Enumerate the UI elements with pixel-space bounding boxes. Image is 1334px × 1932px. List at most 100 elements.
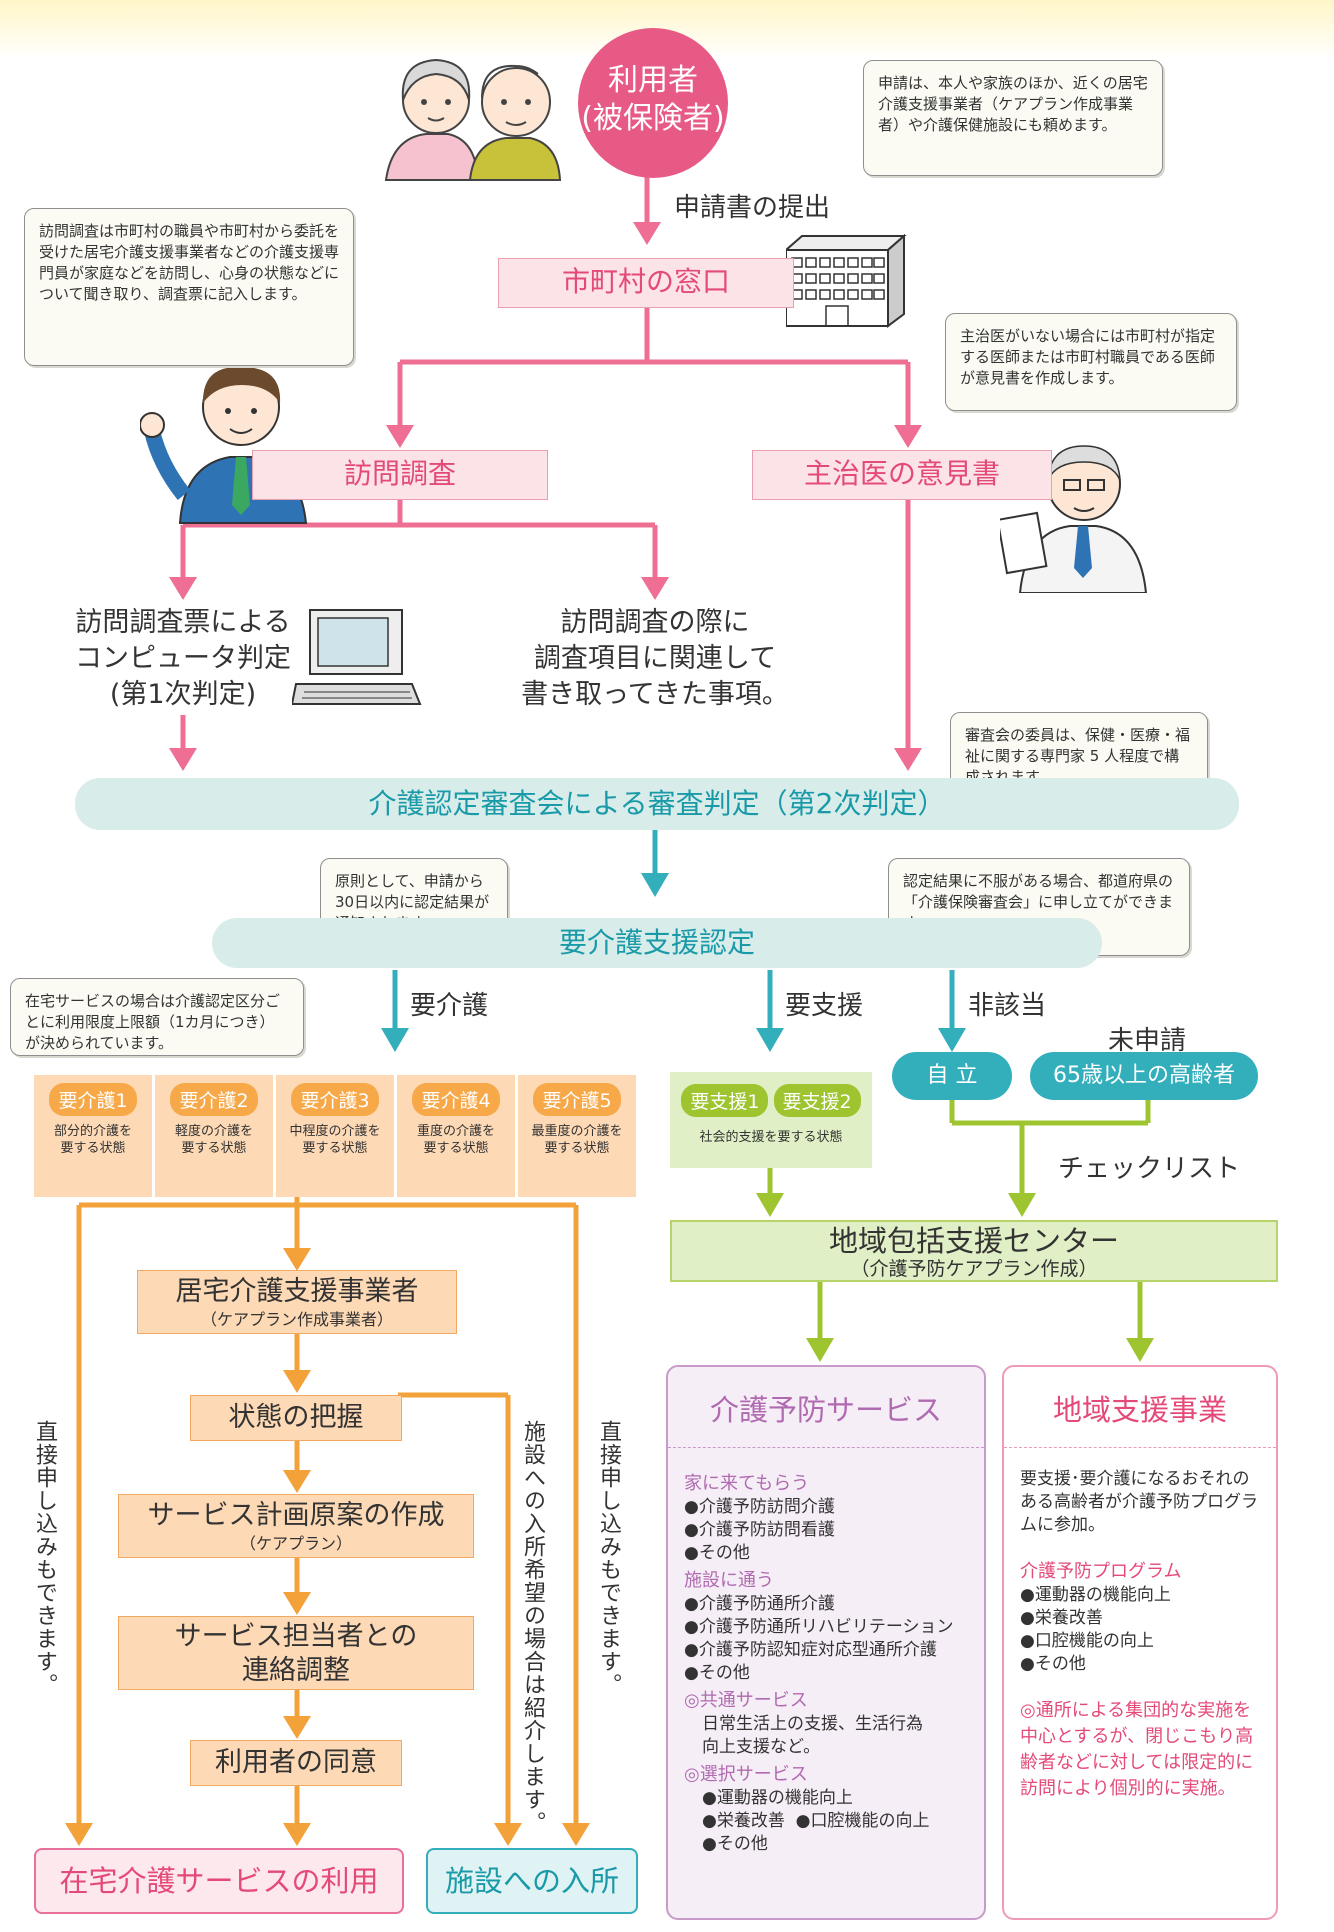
selective-item: 運動器の機能向上 — [702, 1788, 853, 1808]
care-level-1-desc-2: 要する状態 — [60, 1141, 126, 1156]
checklist-label: チェックリスト — [1058, 1154, 1241, 1184]
facility-introduction-text: 施設への入所希望の場合は紹介します。 — [520, 1420, 545, 1834]
care-plan-draft-box: サービス計画原案の作成 （ケアプラン） — [118, 1494, 474, 1558]
selective-item: 口腔機能の向上 — [796, 1811, 930, 1831]
prevention-item: 介護予防通所介護 — [684, 1593, 968, 1616]
care-level-1: 要介護1 部分的介護を要する状態 — [34, 1075, 152, 1197]
home-care-service-box: 在宅介護サービスの利用 — [34, 1848, 404, 1914]
care-provider-subtitle: （ケアプラン作成事業者） — [200, 1310, 393, 1329]
care-level-4: 要介護4 重度の介護を要する状態 — [397, 1075, 515, 1197]
prevention-item: その他 — [684, 1542, 968, 1565]
community-note: ◎通所による集団的な実施を中心とするが、閉じこもり高齢者などに対しては限定的に訪… — [1020, 1700, 1254, 1799]
not-applicable-label: 非該当 — [968, 991, 1047, 1021]
community-title: 地域支援事業 — [1004, 1367, 1276, 1448]
doctor-note: 主治医がいない場合には市町村が指定する医師または市町村職員である医師が意見書を作… — [945, 313, 1237, 411]
community-program-heading: 介護予防プログラム — [1020, 1561, 1182, 1582]
coordination-box: サービス担当者との 連絡調整 — [118, 1616, 474, 1690]
survey-notes-line-3: 書き取ってきた事項。 — [521, 679, 789, 710]
community-support-panel: 地域支援事業 要支援･要介護になるおそれのある高齢者が介護予防プログラムに参加。… — [1002, 1365, 1278, 1920]
doctor-opinion-box: 主治医の意見書 — [752, 450, 1052, 500]
care-level-3-desc-1: 中程度の介護を — [289, 1124, 381, 1139]
care-provider-box: 居宅介護支援事業者 （ケアプラン作成事業者） — [137, 1270, 457, 1334]
care-plan-draft-title: サービス計画原案の作成 — [147, 1500, 445, 1531]
visit-survey-box: 訪問調査 — [252, 450, 548, 500]
applicant-sublabel: (被保険者) — [581, 101, 725, 136]
limit-note: 在宅サービスの場合は介護認定区分ごとに利用限度上限額（1カ月につき）が決められて… — [10, 978, 304, 1056]
prevention-section-facility: 施設に通う — [684, 1570, 774, 1591]
care-level-3: 要介護3 中程度の介護を要する状態 — [276, 1075, 394, 1197]
applicant-label: 利用者 — [608, 63, 698, 98]
prevention-section-selective: ◎選択サービス — [684, 1764, 808, 1785]
prevention-item: 介護予防訪問看護 — [684, 1519, 968, 1542]
care-level-1-badge: 要介護1 — [49, 1083, 137, 1116]
care-level-4-desc-2: 要する状態 — [423, 1141, 489, 1156]
elderly-couple-illustration — [384, 58, 562, 181]
computer-line-3: (第1次判定) — [109, 679, 257, 710]
prevention-section-common: ◎共通サービス — [684, 1690, 808, 1711]
elderly-65-pill: 65歳以上の高齢者 — [1030, 1052, 1258, 1100]
user-consent-box: 利用者の同意 — [190, 1740, 402, 1786]
care-level-5-desc-2: 要する状態 — [544, 1141, 610, 1156]
computer-judgment-text: 訪問調査票による コンピュータ判定 (第1次判定) — [55, 605, 311, 713]
selective-item: 栄養改善 — [702, 1811, 785, 1831]
care-level-3-badge: 要介護3 — [291, 1083, 379, 1116]
prevention-title: 介護予防サービス — [668, 1367, 984, 1448]
care-level-4-desc-1: 重度の介護を — [416, 1124, 495, 1139]
computer-line-1: 訪問調査票による — [75, 607, 291, 638]
coordination-line-2: 連絡調整 — [242, 1655, 350, 1686]
applicant-circle: 利用者 (被保険者) — [578, 28, 728, 178]
office-building-icon — [786, 233, 907, 328]
care-plan-draft-subtitle: （ケアプラン） — [239, 1534, 352, 1553]
prevention-item: 介護予防認知症対応型通所介護 — [684, 1639, 968, 1662]
support-level-2-badge: 要支援2 — [773, 1084, 861, 1117]
doctor-illustration — [1000, 445, 1148, 593]
survey-notes-line-2: 調査項目に関連して — [533, 643, 777, 674]
municipal-office-box: 市町村の窓口 — [498, 258, 794, 308]
community-item: 口腔機能の向上 — [1020, 1630, 1260, 1653]
selective-item: その他 — [702, 1834, 768, 1854]
prevention-service-panel: 介護予防サービス 家に来てもらう 介護予防訪問介護 介護予防訪問看護 その他 施… — [666, 1365, 986, 1920]
care-level-5-desc-1: 最重度の介護を — [531, 1124, 623, 1139]
community-item: 運動器の機能向上 — [1020, 1584, 1260, 1607]
prevention-item: 介護予防通所リハビリテーション — [684, 1616, 968, 1639]
coordination-line-1: サービス担当者との — [174, 1621, 418, 1652]
common-service-line-2: 向上支援など。 — [702, 1737, 821, 1757]
support-level-box: 要支援1 要支援2 社会的支援を要する状態 — [670, 1072, 872, 1168]
care-needed-label: 要介護 — [410, 991, 489, 1021]
survey-notes-line-1: 訪問調査の際に — [560, 607, 750, 638]
prevention-section-home: 家に来てもらう — [684, 1473, 810, 1494]
center-title: 地域包括支援センター — [828, 1224, 1119, 1258]
survey-notes-text: 訪問調査の際に 調査項目に関連して 書き取ってきた事項。 — [515, 605, 795, 713]
review-committee-band: 介護認定審査会による審査判定（第2次判定） — [75, 778, 1239, 830]
community-item: その他 — [1020, 1653, 1260, 1676]
care-level-2-desc-1: 軽度の介護を — [174, 1124, 253, 1139]
common-service-line-1: 日常生活上の支援、生活行為 — [702, 1714, 923, 1734]
certification-band: 要介護支援認定 — [212, 918, 1102, 968]
facility-admission-box: 施設への入所 — [426, 1848, 638, 1914]
prevention-item: その他 — [684, 1662, 968, 1685]
independent-pill: 自 立 — [892, 1052, 1012, 1100]
community-item: 栄養改善 — [1020, 1607, 1260, 1630]
prevention-item: 介護予防訪問介護 — [684, 1496, 968, 1519]
care-level-5-badge: 要介護5 — [533, 1083, 621, 1116]
computer-line-2: コンピュータ判定 — [75, 643, 291, 674]
assessment-box: 状態の把握 — [190, 1395, 402, 1441]
community-support-center-box: 地域包括支援センター （介護予防ケアプラン作成） — [670, 1220, 1278, 1282]
care-level-2-badge: 要介護2 — [170, 1083, 258, 1116]
application-note: 申請は、本人や家族のほか、近くの居宅介護支援事業者（ケアプラン作成事業者）や介護… — [863, 60, 1163, 176]
care-level-4-badge: 要介護4 — [412, 1083, 500, 1116]
care-level-2-desc-2: 要する状態 — [181, 1141, 247, 1156]
support-level-1-badge: 要支援1 — [681, 1084, 769, 1117]
computer-icon — [292, 609, 422, 705]
center-subtitle: （介護予防ケアプラン作成） — [850, 1258, 1098, 1280]
direct-apply-right-text: 直接申し込みもできます。 — [596, 1420, 621, 1696]
care-provider-title: 居宅介護支援事業者 — [175, 1276, 419, 1307]
support-needed-label: 要支援 — [785, 991, 864, 1021]
visit-survey-note: 訪問調査は市町村の職員や市町村から委託を受けた居宅介護支援事業者などの介護支援専… — [24, 208, 354, 366]
unapplied-label: 未申請 — [1108, 1026, 1187, 1056]
direct-apply-left-text: 直接申し込みもできます。 — [32, 1420, 57, 1696]
care-level-5: 要介護5 最重度の介護を要する状態 — [518, 1075, 636, 1197]
care-level-2: 要介護2 軽度の介護を要する状態 — [155, 1075, 273, 1197]
care-level-1-desc-1: 部分的介護を — [53, 1124, 132, 1139]
